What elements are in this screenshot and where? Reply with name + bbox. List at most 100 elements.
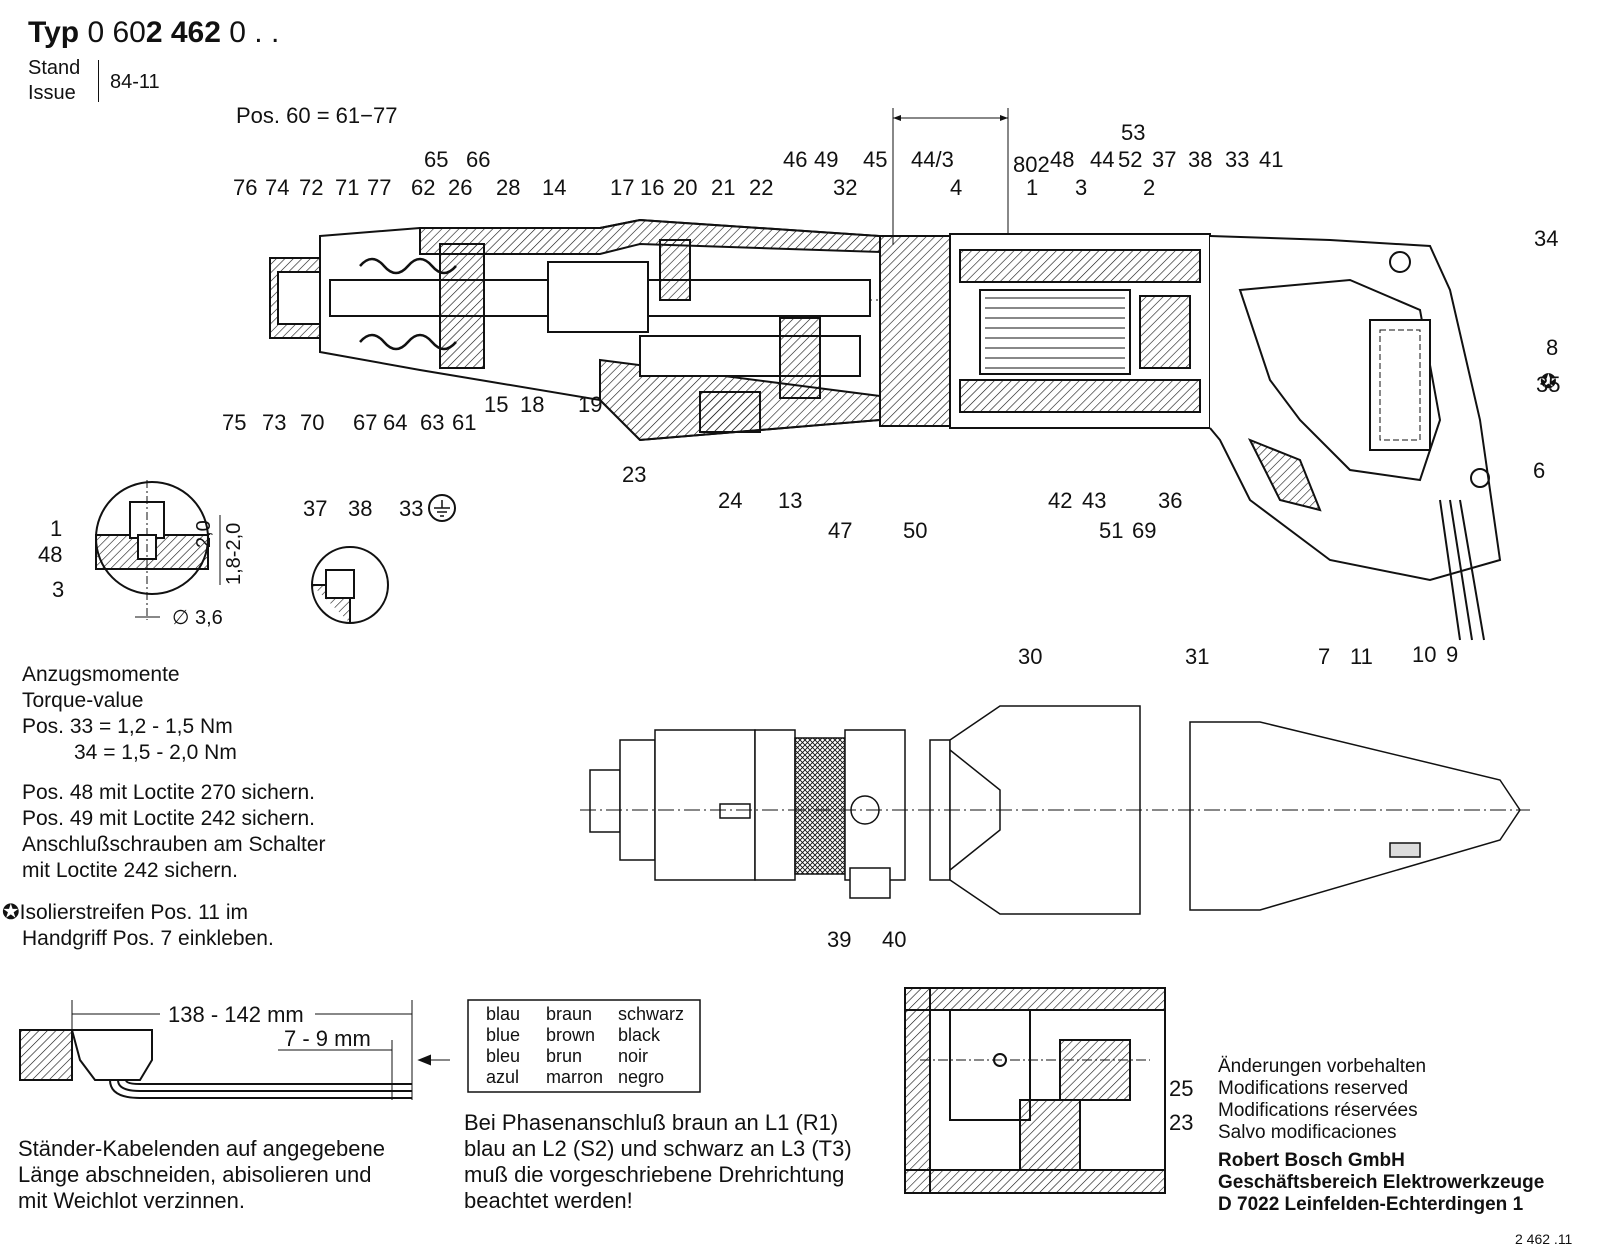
callout-main-top-2: 2 <box>1143 175 1155 200</box>
callout-detail-ground-37: 37 <box>303 496 327 521</box>
callout-main-top-22: 22 <box>749 175 773 200</box>
dim-diameter: ∅ 3,6 <box>172 607 223 629</box>
callout-main-right-8: 8 <box>1546 335 1558 360</box>
callout-main-bottom-36: 36 <box>1158 488 1182 513</box>
cable-total-length: 138 - 142 mm <box>168 1002 304 1027</box>
insulation-line-2: Handgriff Pos. 7 einkleben. <box>22 927 274 950</box>
dim-1-8-2-0: 1,8-2,0 <box>223 523 245 585</box>
callout-main-bottom-18: 18 <box>520 392 544 417</box>
callout-main-bottom-43: 43 <box>1082 488 1106 513</box>
callout-main-bottom-75: 75 <box>222 410 246 435</box>
callout-side-view-31: 31 <box>1185 644 1209 669</box>
callout-main-bottom-63: 63 <box>420 410 444 435</box>
issue-label: Issue <box>28 82 76 104</box>
detail-circle-screw <box>95 480 221 620</box>
callout-main-top-16: 16 <box>640 175 664 200</box>
insulation-line-1: Isolierstreifen Pos. 11 im <box>19 901 248 924</box>
callout-main-top-77: 77 <box>367 175 391 200</box>
callout-main-bottom-67: 67 <box>353 410 377 435</box>
callout-main-top-32: 32 <box>833 175 857 200</box>
loctite-line-3: Anschlußschrauben am Schalter <box>22 833 326 856</box>
type-number-a: 0 60 <box>87 16 146 49</box>
callout-main-right-10: 10 <box>1412 642 1436 667</box>
callout-main-top-62: 62 <box>411 175 435 200</box>
type-number-b: 2 462 <box>145 16 221 49</box>
torque-title-en: Torque-value <box>22 689 144 712</box>
callout-main-top-28: 28 <box>496 175 520 200</box>
cable-note: Ständer-Kabelenden auf angegebene Länge … <box>18 1136 385 1213</box>
callout-main-bottom-42: 42 <box>1048 488 1072 513</box>
callout-detail-ground-33: 33 <box>399 496 423 521</box>
callout-main-bottom-69: 69 <box>1132 518 1156 543</box>
torque-title-de: Anzugsmomente <box>22 663 180 686</box>
callout-main-bottom-15: 15 <box>484 392 508 417</box>
phase-note: Bei Phasenanschluß braun an L1 (R1) blau… <box>464 1110 852 1213</box>
callout-main-top-48: 48 <box>1050 147 1074 172</box>
type-number-c: 0 . . <box>220 16 280 49</box>
callout-gear-detail-23: 23 <box>1169 1110 1193 1135</box>
colour-table-frame <box>467 999 701 1093</box>
callout-main-top-37: 37 <box>1152 147 1176 172</box>
star-icon-callout: ✪ <box>1540 371 1557 393</box>
torque-line-2: 34 = 1,5 - 2,0 Nm <box>74 741 237 764</box>
callout-main-right-9: 9 <box>1446 642 1458 667</box>
callout-side-view-11: 11 <box>1350 644 1373 669</box>
callout-main-top-38: 38 <box>1188 147 1212 172</box>
callout-main-bottom-61: 61 <box>452 410 476 435</box>
company-block: Robert Bosch GmbH Geschäftsbereich Elekt… <box>1218 1150 1545 1215</box>
callout-main-bottom-70: 70 <box>300 410 324 435</box>
callout-main-top-52: 52 <box>1118 147 1142 172</box>
star-icon: ✪ <box>2 901 20 924</box>
callout-main-top-44-3: 44/3 <box>911 147 954 172</box>
callout-detail-left-1: 1 <box>50 516 62 541</box>
callout-main-top-21: 21 <box>711 175 735 200</box>
callout-main-right-34: 34 <box>1534 226 1558 251</box>
callout-main-top-1: 1 <box>1026 175 1038 200</box>
side-view <box>580 705 1530 915</box>
issue-divider <box>98 60 100 102</box>
callout-main-top-46: 46 <box>783 147 807 172</box>
main-housing-section <box>269 218 1502 641</box>
callout-main-top-4: 4 <box>950 175 962 200</box>
callout-main-right-35: 35 <box>1536 372 1560 397</box>
type-designation: Typ 0 602 462 0 . . <box>28 18 279 48</box>
loctite-block: Pos. 48 mit Loctite 270 sichern. Pos. 49… <box>22 780 326 884</box>
callout-main-bottom-64: 64 <box>383 410 407 435</box>
stand-label: Stand <box>28 57 81 79</box>
callout-main-top-53: 53 <box>1121 120 1145 145</box>
loctite-line-2: Pos. 49 mit Loctite 242 sichern. <box>22 807 315 830</box>
callout-main-top-33: 33 <box>1225 147 1249 172</box>
footer-code: 2 462 .11 <box>1515 1231 1573 1247</box>
callout-main-bottom-51: 51 <box>1099 518 1123 543</box>
callout-detail-left-3: 3 <box>52 577 64 602</box>
callout-main-top-26: 26 <box>448 175 472 200</box>
callout-main-bottom-19: 19 <box>578 392 602 417</box>
loctite-line-1: Pos. 48 mit Loctite 270 sichern. <box>22 781 315 804</box>
dim-2-0: 2,0 <box>193 520 215 548</box>
callout-main-top-76: 76 <box>233 175 257 200</box>
callout-main-bottom-47: 47 <box>828 518 852 543</box>
callout-main-top-74: 74 <box>265 175 289 200</box>
callout-main-top-66: 66 <box>466 147 490 172</box>
callout-main-bottom-73: 73 <box>262 410 286 435</box>
cable-length-diagram <box>19 1000 450 1100</box>
callout-main-top-65: 65 <box>424 147 448 172</box>
modifications-note: Änderungen vorbehalten Modifications res… <box>1218 1056 1427 1143</box>
torque-block: Anzugsmomente Torque-value Pos. 33 = 1,2… <box>22 662 237 766</box>
callout-main-top-3: 3 <box>1075 175 1087 200</box>
callout-main-top-45: 45 <box>863 147 887 172</box>
callout-side-view-40: 40 <box>882 927 906 952</box>
callout-main-bottom-24: 24 <box>718 488 742 513</box>
cable-strip-length: 7 - 9 mm <box>284 1026 371 1051</box>
callout-detail-ground-38: 38 <box>348 496 372 521</box>
callout-main-top-71: 71 <box>335 175 359 200</box>
gear-detail-section <box>904 987 1166 1194</box>
callout-main-top-20: 20 <box>673 175 697 200</box>
callout-main-bottom-23: 23 <box>622 462 646 487</box>
callout-main-top-72: 72 <box>299 175 323 200</box>
callout-main-bottom-50: 50 <box>903 518 927 543</box>
callout-main-bottom-13: 13 <box>778 488 802 513</box>
